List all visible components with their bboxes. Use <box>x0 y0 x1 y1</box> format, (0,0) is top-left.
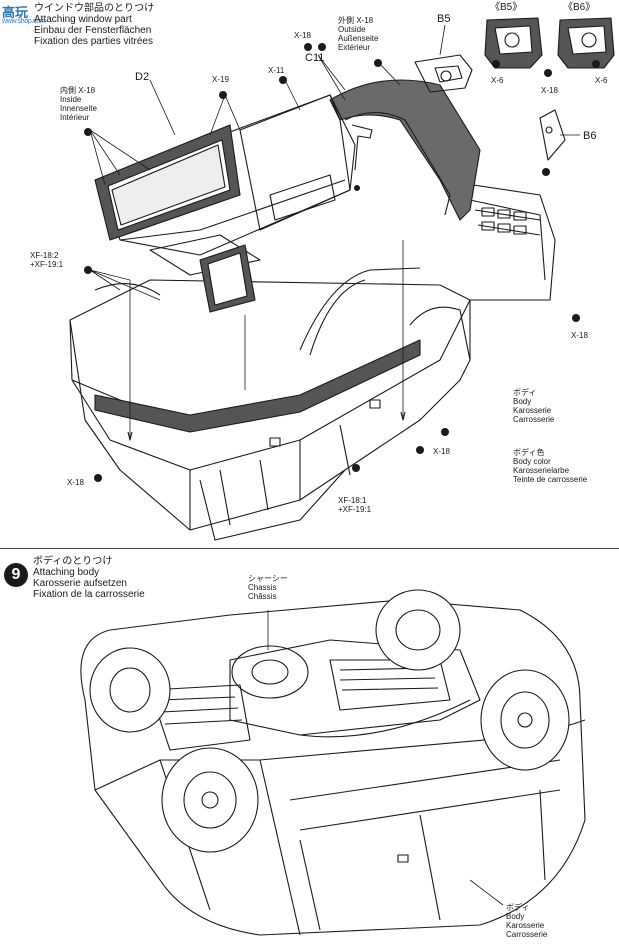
part-x19: X-19 <box>212 75 229 84</box>
part-x18-right: X-18 <box>571 331 588 340</box>
step8-title-de: Einbau der Fensterflächen <box>34 25 152 36</box>
label-step9-body: ボディ Body Karosserie Carrosserie <box>506 903 548 939</box>
part-b5-inset: 《B5》 <box>490 2 523 13</box>
part-x18-top: X-18 <box>294 31 311 40</box>
watermark-logo: 高玩 <box>2 2 36 20</box>
step8-title-jp: ウインドウ部品のとりつけ <box>34 3 155 14</box>
part-x18-inset: X-18 <box>541 86 558 95</box>
part-d2: D2 <box>135 71 150 83</box>
step8-title: ウインドウ部品のとりつけ Attaching window part Einba… <box>34 3 154 47</box>
watermark-url: www.shop.com <box>2 18 46 25</box>
part-b5: B5 <box>437 13 451 25</box>
part-x6-left: X-6 <box>491 76 504 85</box>
label-paint-bottom: XF-18:1 +XF-19:1 <box>338 496 372 514</box>
part-c11: C11 <box>305 52 325 64</box>
label-body: ボディ Body Karosserie Carrosserie <box>513 388 555 424</box>
label-chassis: シャーシー Chassis Châssis <box>248 574 288 601</box>
part-b6-inset: 《B6》 <box>563 2 596 13</box>
part-x18-left: X-18 <box>67 478 84 487</box>
part-x11: X-11 <box>268 66 285 75</box>
step8-title-en: Attaching window part <box>34 14 132 25</box>
label-inside: 内側 X-18 Inside Innenseite Intérieur <box>60 86 97 122</box>
step9-number: 9 <box>4 563 28 587</box>
step8-title-fr: Fixation des parties vitrées <box>34 36 153 47</box>
watermark-logo-text: 高玩 <box>2 5 29 20</box>
chassis-outline <box>80 599 586 936</box>
part-x18-mid: X-18 <box>433 447 450 456</box>
label-body-color: ボディ色 Body color Karosserielarbe Teinte d… <box>513 448 588 484</box>
step9-title-en: Attaching body <box>33 567 100 578</box>
label-outside: 外側 X-18 Outside Außenseite Extérieur <box>338 16 379 52</box>
body-shell-outline <box>69 279 471 531</box>
step9-title-fr: Fixation de la carrosserie <box>33 589 145 600</box>
step9-title-jp: ボディのとりつけ <box>33 556 113 567</box>
screw-markers <box>84 43 600 482</box>
step9-title: ボディのとりつけ Attaching body Karosserie aufse… <box>33 556 145 600</box>
step9-title-de: Karosserie aufsetzen <box>33 578 127 589</box>
part-x6-right: X-6 <box>595 76 608 85</box>
step-divider <box>0 548 619 549</box>
label-paint-left: XF-18:2 +XF-19:1 <box>30 251 64 269</box>
part-b6: B6 <box>583 130 597 142</box>
